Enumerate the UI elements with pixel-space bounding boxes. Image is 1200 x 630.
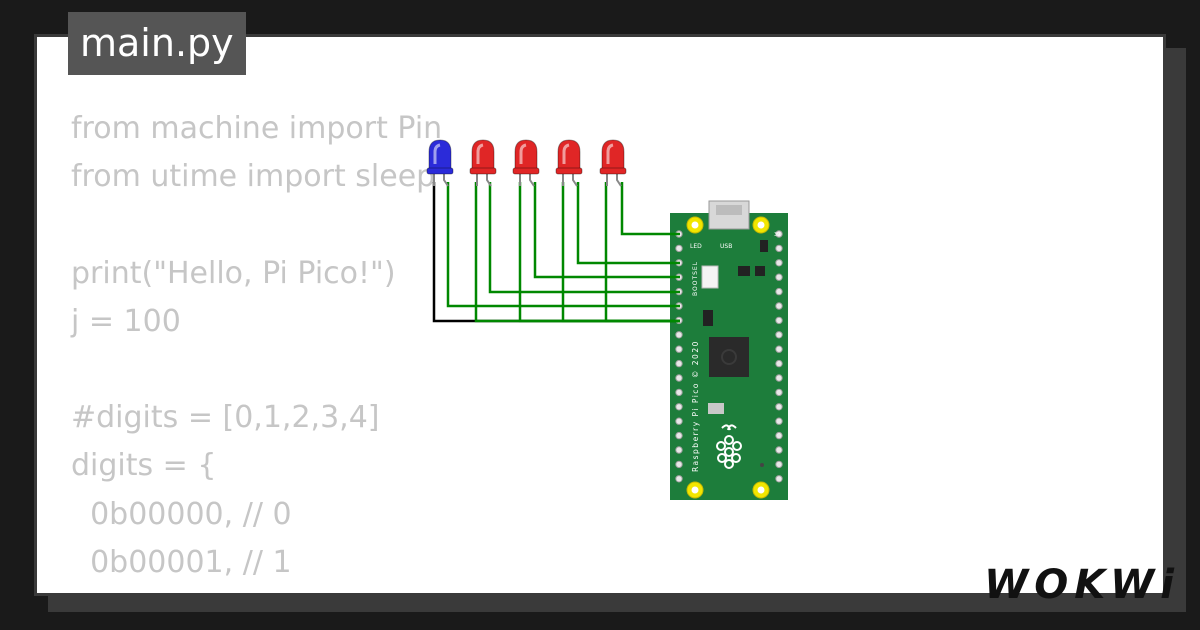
pin-hole-icon[interactable] bbox=[775, 388, 783, 397]
wire-green[interactable] bbox=[518, 182, 680, 323]
code-line: print("Hello, Pi Pico!") bbox=[71, 255, 396, 291]
wire-black[interactable] bbox=[432, 182, 680, 323]
pin-hole-icon[interactable] bbox=[675, 460, 683, 469]
code-line: from utime import sleep bbox=[71, 159, 436, 195]
led-highlight bbox=[562, 143, 570, 164]
led-blue[interactable] bbox=[426, 139, 454, 187]
pin-hole-icon[interactable] bbox=[775, 287, 783, 296]
led-leg bbox=[529, 172, 535, 187]
pin-hole-icon[interactable] bbox=[775, 331, 783, 339]
pin-hole-icon[interactable] bbox=[775, 460, 783, 469]
led-leg bbox=[616, 172, 622, 187]
led-body bbox=[428, 139, 452, 171]
code-line: digits = { bbox=[71, 448, 217, 484]
code-line: from machine import Pin bbox=[71, 111, 443, 146]
pin-hole-icon[interactable] bbox=[675, 359, 683, 368]
board-silkscreen: Raspberry Pi Pico © 2020 bbox=[691, 340, 700, 472]
led-red[interactable] bbox=[469, 139, 497, 187]
pin-hole-icon[interactable] bbox=[775, 475, 783, 483]
pin-hole-icon[interactable] bbox=[675, 431, 683, 440]
led-body bbox=[557, 139, 581, 171]
code-line: #digits = [0,1,2,3,4] bbox=[71, 400, 380, 436]
led-highlight bbox=[606, 143, 614, 164]
led-body bbox=[601, 139, 625, 171]
code-line: 0b00001, // 1 bbox=[71, 544, 292, 580]
pin-hole-icon[interactable] bbox=[675, 417, 683, 425]
pin-hole-icon[interactable] bbox=[675, 475, 683, 483]
pin-hole-icon[interactable] bbox=[675, 374, 683, 382]
pin-hole-icon[interactable] bbox=[675, 446, 683, 454]
led-leg bbox=[572, 172, 578, 187]
led-highlight bbox=[476, 143, 484, 164]
usb-label: USB bbox=[720, 243, 732, 250]
wires bbox=[432, 182, 680, 323]
pin-hole-icon[interactable] bbox=[675, 345, 683, 353]
pin-header-right bbox=[775, 230, 783, 483]
led-leg bbox=[443, 172, 449, 187]
pin-hole-icon[interactable] bbox=[775, 244, 783, 253]
pin-hole-icon[interactable] bbox=[775, 446, 783, 454]
bootsel-button[interactable] bbox=[701, 265, 719, 289]
led-red[interactable] bbox=[512, 139, 540, 187]
wire-green[interactable] bbox=[488, 182, 680, 294]
led-rim bbox=[426, 167, 454, 175]
pin-hole-icon[interactable] bbox=[775, 345, 783, 353]
pin-39-label: 39 bbox=[774, 232, 780, 238]
bootsel-label: BOOTSEL bbox=[692, 261, 699, 296]
wokwi-logo: WOKWi bbox=[984, 562, 1180, 608]
pin-hole-icon[interactable] bbox=[675, 331, 683, 339]
code-line: j = 100 bbox=[71, 303, 181, 339]
wire-green[interactable] bbox=[446, 182, 680, 308]
pin-hole-icon[interactable] bbox=[775, 273, 783, 281]
rp2040-chip bbox=[709, 337, 749, 377]
preview-card: from machine import Pin from utime import… bbox=[34, 34, 1166, 596]
pin-hole-icon[interactable] bbox=[775, 316, 783, 325]
led-highlight bbox=[519, 143, 527, 164]
pin-hole-icon[interactable] bbox=[775, 403, 783, 411]
pin-hole-icon[interactable] bbox=[675, 244, 683, 253]
code-line: 0b00000, // 0 bbox=[71, 496, 292, 532]
led-rim bbox=[599, 167, 627, 175]
wire-green[interactable] bbox=[576, 182, 680, 265]
raspberry-logo-icon bbox=[716, 424, 742, 469]
led-leg bbox=[486, 172, 492, 187]
led-red[interactable] bbox=[599, 139, 627, 187]
pin-hole-icon[interactable] bbox=[775, 230, 783, 238]
pin-header-left bbox=[675, 230, 683, 483]
wire-green[interactable] bbox=[533, 182, 680, 279]
led-red[interactable] bbox=[555, 139, 583, 187]
led-rim bbox=[555, 167, 583, 175]
pin-hole-icon[interactable] bbox=[775, 259, 783, 267]
pin-hole-icon[interactable] bbox=[675, 388, 683, 397]
pin-hole-icon[interactable] bbox=[775, 431, 783, 440]
pin-hole-icon[interactable] bbox=[675, 403, 683, 411]
pin-hole-icon[interactable] bbox=[775, 374, 783, 382]
pin-hole-icon[interactable] bbox=[775, 302, 783, 310]
pin-hole-icon[interactable] bbox=[775, 359, 783, 368]
led-label: LED bbox=[690, 243, 702, 250]
pico-board[interactable]: LED USB 1 39 BOOTSEL Raspberry Pi Pico ©… bbox=[670, 200, 788, 500]
code-line: 0b00010, // 2 bbox=[71, 587, 442, 594]
led-body bbox=[514, 139, 538, 171]
code-editor: from machine import Pin from utime import… bbox=[71, 105, 443, 594]
pin-hole-icon[interactable] bbox=[775, 417, 783, 425]
file-tab[interactable]: main.py bbox=[68, 12, 246, 75]
led-body bbox=[471, 139, 495, 171]
led-rim bbox=[512, 167, 540, 175]
led-row bbox=[426, 139, 627, 187]
usb-port-icon bbox=[716, 205, 742, 215]
wire-green[interactable] bbox=[620, 182, 680, 236]
led-highlight bbox=[433, 143, 441, 164]
wire-green[interactable] bbox=[604, 182, 680, 323]
led-rim bbox=[469, 167, 497, 175]
